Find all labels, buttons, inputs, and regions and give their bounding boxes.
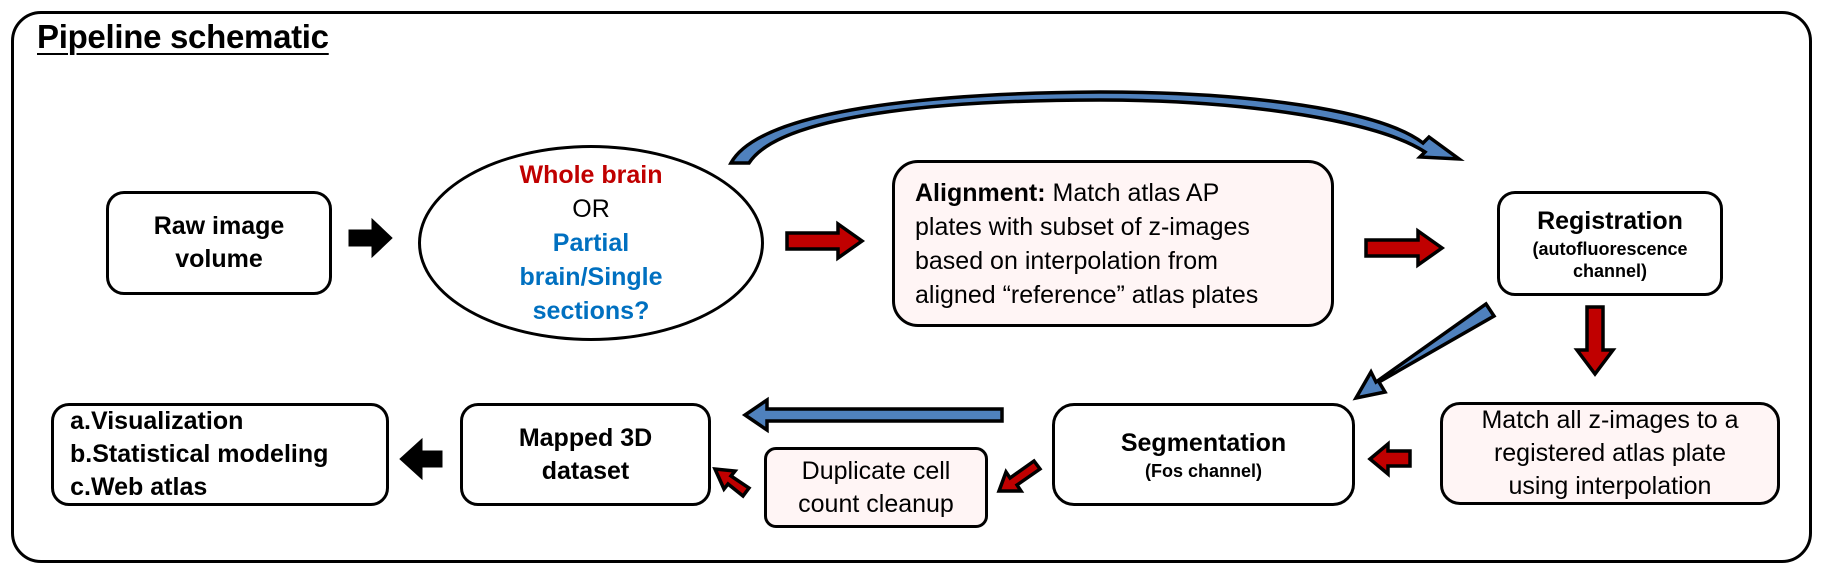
node-outputs: a.Visualization b.Statistical modeling c… [51,403,389,506]
node-text-line: using interpolation [1508,472,1712,500]
output-key: b. [70,440,93,468]
output-item: a.Visualization [70,405,243,438]
option-partial-brain: sections? [532,297,650,325]
option-whole-brain: Whole brain [519,161,663,189]
diagram-title: Pipeline schematic [37,18,329,55]
diagram-frame [11,11,1812,563]
node-text-line: aligned “reference” atlas plates [915,280,1259,309]
node-text-line: volume [175,245,263,273]
node-text-line: Raw image [153,212,285,240]
node-registration: Registration (autofluorescence channel) [1497,191,1723,296]
output-key: a. [70,407,91,435]
arrow-choice-to-registration-curved [728,90,1465,165]
node-text-line: based on interpolation from [915,246,1218,275]
node-duplicate-cleanup: Duplicate cell count cleanup [764,447,988,528]
option-partial-brain: brain/Single [519,263,663,291]
arrow-segmentation-to-duplicate [996,458,1043,493]
node-subtitle: channel) [1572,261,1647,281]
arrow-choice-to-alignment [785,220,866,262]
node-title: Segmentation [1120,429,1287,457]
node-text-line: plates with subset of z-images [915,212,1250,241]
arrow-raw-to-choice [348,217,393,259]
arrow-registration-to-match [1573,305,1617,377]
node-segmentation: Segmentation (Fos channel) [1052,403,1355,506]
arrow-alignment-to-registration [1364,227,1446,269]
output-label: Web atlas [91,473,208,501]
output-label: Statistical modeling [92,440,329,468]
option-connector: OR [572,195,610,223]
node-mapped-3d-dataset: Mapped 3D dataset [460,403,711,506]
arrow-duplicate-to-mapped [712,466,752,499]
node-subtitle: (Fos channel) [1144,461,1262,481]
node-text-line: Match all z-images to a [1481,406,1739,434]
node-text-line: Mapped 3D [518,423,653,452]
node-match-z-images: Match all z-images to a registered atlas… [1440,402,1780,505]
output-item: c.Web atlas [70,471,207,504]
node-alignment: Alignment: Match atlas AP plates with su… [892,160,1334,327]
node-text-line: Alignment: Match atlas AP [915,176,1219,210]
arrow-match-to-segmentation [1367,440,1412,478]
alignment-text: Match atlas AP [1045,178,1220,207]
node-text-line: dataset [541,456,630,485]
node-subtitle: (autofluorescence [1532,239,1688,259]
node-text-line: count cleanup [798,489,954,518]
output-key: c. [70,473,91,501]
node-raw-image-volume: Raw image volume [106,191,332,295]
arrow-segmentation-to-mapped [741,396,1004,434]
output-item: b.Statistical modeling [70,438,328,471]
arrow-registration-to-segmentation [1352,301,1497,401]
alignment-heading: Alignment: [915,178,1046,207]
node-text-line: Duplicate cell [801,456,951,485]
option-partial-brain: Partial [552,229,630,257]
node-title: Registration [1537,207,1683,235]
output-label: Visualization [91,407,244,435]
node-text-line: registered atlas plate [1493,439,1727,467]
arrow-mapped-to-outputs [399,437,443,481]
node-brain-type-decision: Whole brain OR Partial brain/Single sect… [418,145,764,341]
